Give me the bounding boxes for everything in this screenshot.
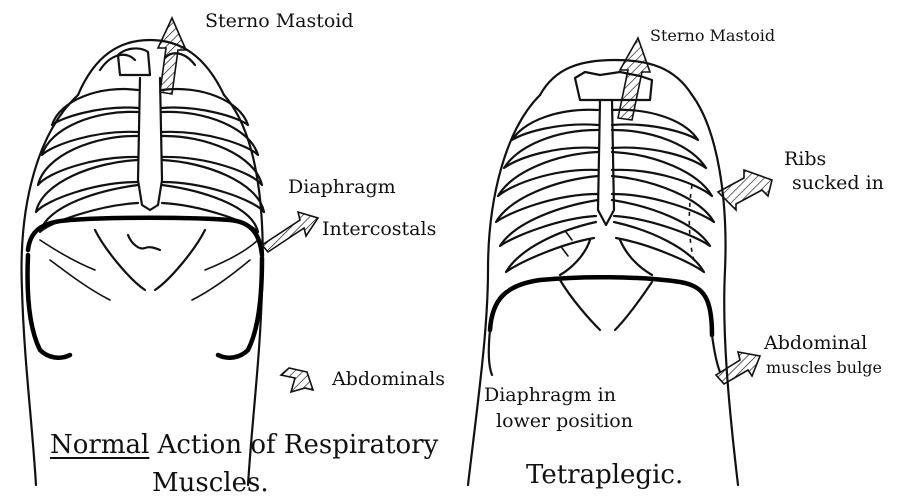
tetraplegic-sterno-mastoid-label: Sterno Mastoid [650, 28, 775, 45]
normal-caption-prefix: Normal [50, 430, 149, 460]
normal-diaphragm-label: Diaphragm [288, 178, 396, 198]
normal-intercostals-label: Intercostals [322, 220, 436, 240]
diaphragm-lower-label-line2: lower position [496, 412, 633, 432]
normal-ribcage [22, 40, 264, 485]
normal-diaphragm-line [28, 218, 262, 255]
normal-abdominal-arrow [281, 358, 322, 392]
normal-sterno-mastoid-label: Sterno Mastoid [205, 12, 354, 32]
normal-sterno-arrow [158, 18, 186, 94]
ribs-label-line2: sucked in [792, 174, 884, 194]
abdominal-bulge-arrow [716, 352, 760, 384]
tetraplegic-sterno-arrow [618, 38, 650, 120]
normal-caption: Normal Action of Respiratory [50, 432, 438, 459]
abdominal-label-line2: muscles bulge [766, 360, 882, 377]
tetraplegic-sternum [598, 100, 614, 225]
tetraplegic-caption: Tetraplegic. [526, 462, 683, 489]
diaphragm-lower-label-line1: Diaphragm in [484, 386, 616, 406]
abdominal-label-line1: Abdominal [764, 334, 867, 354]
normal-caption-line2: Muscles. [152, 470, 269, 497]
normal-caption-rest: Action of Respiratory [158, 430, 439, 460]
normal-sternum [138, 78, 162, 210]
ribs-sucked-in-arrow [718, 170, 772, 210]
ribs-label-line1: Ribs [784, 150, 826, 170]
normal-intercostal-arrow [262, 212, 318, 252]
tetraplegic-diaphragm-line [490, 277, 712, 335]
normal-abdominals-label: Abdominals [332, 370, 445, 390]
